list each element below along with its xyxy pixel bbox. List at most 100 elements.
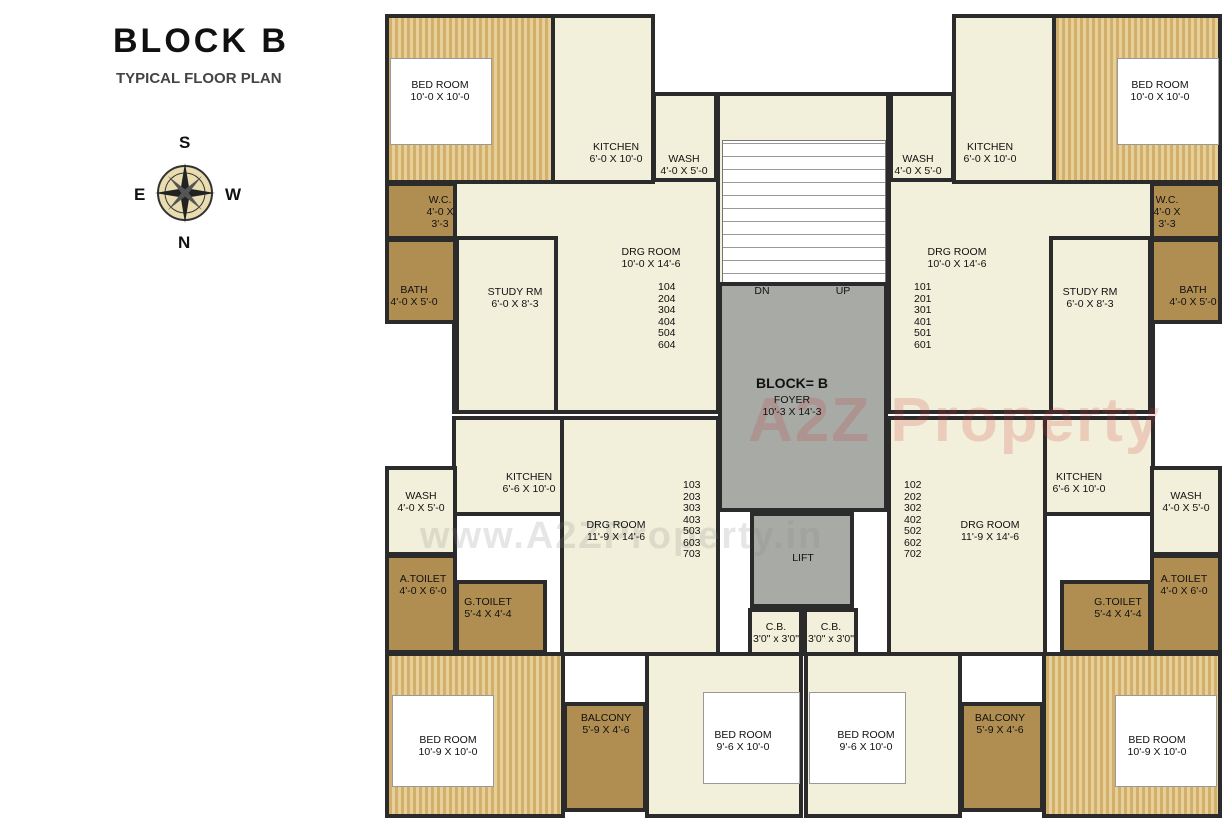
room-size: 4'-0 X 5'-0 bbox=[390, 296, 438, 308]
compass-north: N bbox=[178, 233, 191, 252]
room-size: 5'-4 X 4'-4 bbox=[464, 608, 512, 620]
room-name: BED ROOM bbox=[837, 729, 895, 741]
room-size: 5'-4 X 4'-4 bbox=[1094, 608, 1142, 620]
cb-left-label: C.B.3'0" x 3'0" bbox=[753, 621, 799, 645]
bl-a-toilet bbox=[385, 554, 457, 654]
bl-unit-numbers: 103 203 303 403 503 603 703 bbox=[683, 479, 701, 560]
room-size: 11'-9 X 14'-6 bbox=[586, 531, 646, 543]
room-size: 6'-6 X 10'-0 bbox=[1052, 483, 1106, 495]
bl-bed bbox=[392, 695, 494, 787]
room-name: WASH bbox=[668, 153, 700, 165]
tl-study bbox=[455, 236, 558, 414]
tl-bath bbox=[385, 238, 457, 324]
bl-bed-2 bbox=[703, 692, 800, 784]
room-name: BED ROOM bbox=[419, 734, 477, 746]
room-size: 4'-0 X 5'-0 bbox=[1162, 502, 1210, 514]
stair-dn: DN bbox=[754, 285, 770, 297]
room-size: 10'-0 X 14'-6 bbox=[927, 258, 987, 270]
room-name: A.TOILET bbox=[399, 573, 447, 585]
room-size: 10'-0 X 14'-6 bbox=[621, 258, 681, 270]
tr-bath bbox=[1150, 238, 1222, 324]
room-name: BED ROOM bbox=[1128, 734, 1186, 746]
bl-kitchen bbox=[452, 416, 564, 516]
room-size: 5'-9 X 4'-6 bbox=[582, 724, 630, 736]
room-name: KITCHEN bbox=[1055, 471, 1103, 483]
room-name: DRG ROOM bbox=[927, 246, 987, 258]
room-size: 9'-6 X 10'-0 bbox=[716, 741, 770, 753]
room-name: KITCHEN bbox=[592, 141, 640, 153]
tr-unit-numbers: 101 201 301 401 501 601 bbox=[914, 281, 932, 351]
room-name: BED ROOM bbox=[1131, 79, 1189, 91]
tl-wash bbox=[652, 92, 718, 182]
br-unit-numbers: 102 202 302 402 502 602 702 bbox=[904, 479, 922, 560]
room-name: BATH bbox=[1179, 284, 1207, 296]
foyer-label: FOYER bbox=[773, 394, 811, 406]
room-name: BATH bbox=[400, 284, 428, 296]
room-name: BALCONY bbox=[974, 712, 1026, 724]
cb-right-label: C.B.3'0" x 3'0" bbox=[808, 621, 854, 645]
br-kitchen bbox=[1043, 416, 1155, 516]
room-size: 4'-0 X 5'-0 bbox=[1169, 296, 1217, 308]
lift-label: LIFT bbox=[792, 552, 814, 564]
room-size: 6'-0 X 8'-3 bbox=[1066, 298, 1114, 310]
room-size: 4'-0 X 6'-0 bbox=[399, 585, 447, 597]
room-name: A.TOILET bbox=[1160, 573, 1208, 585]
room-size: 4'-0 X bbox=[1153, 206, 1181, 218]
compass: S E W N bbox=[130, 130, 242, 252]
cb-name: C.B. bbox=[765, 621, 787, 633]
compass-west: W bbox=[225, 185, 242, 204]
cb-size: 3'0" x 3'0" bbox=[753, 633, 799, 645]
room-size: 10'-9 X 10'-0 bbox=[1127, 746, 1187, 758]
page-title: BLOCK B bbox=[113, 22, 289, 60]
tr-bed bbox=[1117, 58, 1219, 145]
room-size: 10'-0 X 10'-0 bbox=[410, 91, 470, 103]
block-label: BLOCK= B bbox=[756, 375, 828, 391]
room-size: 4'-0 X 6'-0 bbox=[1160, 585, 1208, 597]
room-name: W.C. bbox=[428, 194, 452, 206]
room-name: KITCHEN bbox=[966, 141, 1014, 153]
room-size-2: 3'-3 bbox=[431, 218, 449, 230]
br-bed bbox=[1115, 695, 1217, 787]
room-name: WASH bbox=[405, 490, 437, 502]
page-subtitle: TYPICAL FLOOR PLAN bbox=[116, 70, 282, 87]
room-name: DRG ROOM bbox=[586, 519, 646, 531]
room-name: G.TOILET bbox=[464, 596, 512, 608]
room-size: 5'-9 X 4'-6 bbox=[976, 724, 1024, 736]
room-name: BED ROOM bbox=[411, 79, 469, 91]
tl-unit-numbers: 104 204 304 404 504 604 bbox=[658, 281, 676, 351]
tr-study bbox=[1049, 236, 1152, 414]
room-name: KITCHEN bbox=[505, 471, 553, 483]
room-name: WASH bbox=[1170, 490, 1202, 502]
room-size: 4'-0 X 5'-0 bbox=[660, 165, 708, 177]
room-size: 9'-6 X 10'-0 bbox=[839, 741, 893, 753]
br-a-toilet bbox=[1150, 554, 1222, 654]
room-size: 6'-6 X 10'-0 bbox=[502, 483, 556, 495]
foyer-size: 10'-3 X 14'-3 bbox=[762, 406, 822, 418]
room-name: DRG ROOM bbox=[960, 519, 1020, 531]
tl-bed bbox=[390, 58, 492, 145]
